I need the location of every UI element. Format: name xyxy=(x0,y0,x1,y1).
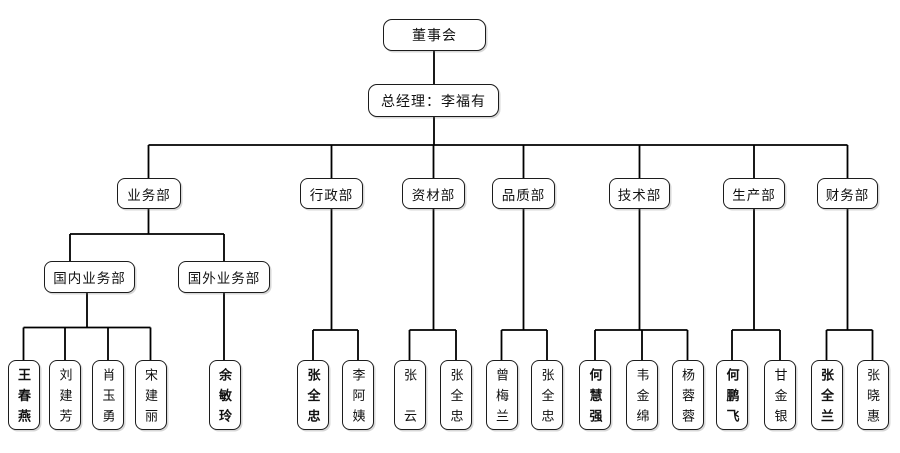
staff-name: 刘建芳 xyxy=(57,368,73,422)
staff-box: 杨蓉蓉 xyxy=(671,360,704,430)
staff-name: 甘金银 xyxy=(772,368,788,422)
staff-box: 宋建丽 xyxy=(134,360,167,430)
staff-box: 韦金绵 xyxy=(626,360,658,430)
staff-name: 张全兰 xyxy=(819,368,834,422)
subdept-box-overseas: 国外业务部 xyxy=(178,261,270,293)
general-manager-box: 总经理：李福有 xyxy=(368,84,499,117)
staff-box: 张全忠 xyxy=(531,360,563,430)
staff-name: 杨蓉蓉 xyxy=(680,368,695,422)
staff-box: 王春燕 xyxy=(7,360,40,430)
staff-box: 曾梅兰 xyxy=(485,360,518,430)
staff-name: 张全忠 xyxy=(539,368,555,422)
dept-box-admin: 行政部 xyxy=(300,178,363,209)
staff-name: 曾梅兰 xyxy=(494,368,509,422)
dept-box-finance: 财务部 xyxy=(817,178,878,209)
staff-name: 何鹏飞 xyxy=(724,368,740,422)
staff-name: 韦金绵 xyxy=(634,368,650,422)
staff-name: 张云 xyxy=(402,368,417,422)
staff-box: 张全兰 xyxy=(810,360,843,430)
staff-name: 王春燕 xyxy=(16,368,31,422)
staff-name: 余敏玲 xyxy=(217,368,232,422)
staff-name: 张晓惠 xyxy=(865,368,880,422)
staff-box: 刘建芳 xyxy=(49,360,81,430)
staff-box: 甘金银 xyxy=(764,360,796,430)
staff-name: 何慧强 xyxy=(587,368,603,422)
staff-box: 余敏玲 xyxy=(208,360,241,430)
staff-box: 张晓惠 xyxy=(856,360,889,430)
staff-box: 张全忠 xyxy=(440,360,472,430)
staff-name: 李阿姨 xyxy=(350,368,366,422)
staff-name: 宋建丽 xyxy=(143,368,158,422)
dept-box-production: 生产部 xyxy=(723,178,785,209)
staff-box: 何鹏飞 xyxy=(716,360,748,430)
staff-box: 张全忠 xyxy=(297,360,329,430)
dept-box-business: 业务部 xyxy=(117,178,181,209)
dept-box-quality: 品质部 xyxy=(492,178,555,209)
staff-box: 张云 xyxy=(393,360,426,430)
dept-box-materials: 资材部 xyxy=(402,178,465,209)
board-box: 董事会 xyxy=(383,19,486,51)
staff-name: 肖玉勇 xyxy=(100,368,116,422)
staff-name: 张全忠 xyxy=(305,368,321,422)
staff-box: 肖玉勇 xyxy=(92,360,124,430)
staff-box: 何慧强 xyxy=(579,360,611,430)
dept-box-technology: 技术部 xyxy=(609,178,670,209)
staff-box: 李阿姨 xyxy=(342,360,374,430)
subdept-box-domestic: 国内业务部 xyxy=(44,261,135,293)
staff-name: 张全忠 xyxy=(448,368,464,422)
